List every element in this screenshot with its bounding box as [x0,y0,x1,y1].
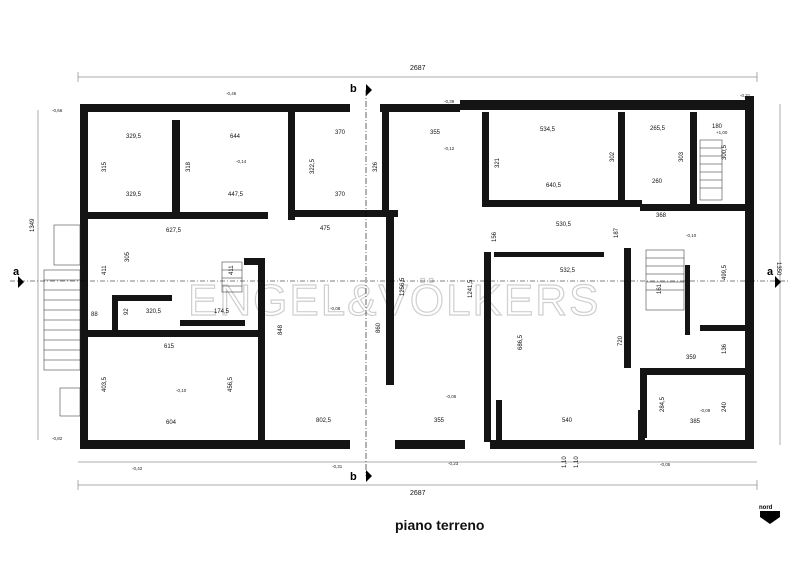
plan-label: 136 [722,343,728,354]
plan-label: 615 [164,344,175,350]
plan-label: 300,5 [722,144,728,160]
plan-label: 329,5 [126,192,142,198]
plan-label: 686,5 [518,334,524,350]
plan-label: 534,5 [540,127,556,133]
plan-label: 161 [657,283,663,294]
plan-label: 403,5 [102,376,108,392]
dim-overall-bottom: 2687 [410,490,426,497]
plan-label: 385 [690,419,701,425]
plan-label: 315 [102,161,108,172]
plan-label: 411 [229,265,235,275]
plan-label: -0,46 [226,91,237,96]
plan-label: -0,42 [132,466,143,471]
plan-label: -0,39 [444,99,455,104]
plan-label: 447,5 [228,192,244,198]
north-arrow-icon: nord [759,505,780,524]
plan-label: -0,14 [236,159,247,164]
dimension-labels: 2687 2687 1349 1350 329,5 644 370 355 53… [30,65,781,497]
plan-label: 322,5 [310,158,316,174]
plan-label: 1,10 [562,456,568,468]
plan-label: 321 [495,157,501,168]
plan-label: -0,66 [52,108,63,113]
section-line-a: a a [10,266,790,288]
plan-label: -0,08 [330,306,341,311]
plan-label: -0,06 [446,394,457,399]
plan-label: 1241,5 [468,279,474,298]
plan-label: -0,21 [740,93,751,98]
plan-label: 1256,5 [400,277,406,296]
inner-walls [88,112,745,442]
plan-label: 604 [166,420,177,426]
plan-label: 540 [562,418,573,424]
plan-label: 303 [679,151,685,162]
plan-label: 532,5 [560,268,576,274]
plan-label: -0,31 [332,464,343,469]
plan-label: 1,10 [574,456,580,468]
section-marker-b-top: b [350,83,357,95]
plan-label: 187 [614,227,620,238]
plan-label: 720 [618,335,624,346]
plan-label: -0,09 [700,408,711,413]
plan-label: 456,5 [228,376,234,392]
level-markers: -0,66 -0,46 -0,39 -0,21 -0,14 -0,12 +1,0… [52,91,751,471]
stairs [221,139,723,311]
plan-label: 370 [335,192,346,198]
section-line-b: b b [350,83,372,483]
drawing-title: piano terreno [395,517,485,533]
dim-overall-top: 2687 [410,65,426,72]
plan-label: 644 [230,134,241,140]
plan-label: 329,5 [126,134,142,140]
plan-label: -0,05 [660,462,671,467]
plan-label: 326 [373,161,379,172]
plan-label: 355 [434,418,445,424]
plan-label: 370 [335,130,346,136]
plan-label: 860 [376,322,382,333]
section-marker-a-left: a [13,266,20,278]
overall-dimension-lines [37,72,781,490]
plan-label: 640,5 [546,183,562,189]
plan-label: 355 [430,130,441,136]
plan-label: -0,82 [52,436,63,441]
plan-label: -0,10 [176,388,187,393]
plan-label: -0,10 [686,233,697,238]
dim-overall-left: 1349 [30,218,36,232]
plan-label: +1,00 [716,130,728,135]
plan-label: 359 [686,355,697,361]
plan-label: -0,12 [444,146,455,151]
watermark-text: ENGEL&VÖLKERS [188,276,600,325]
plan-label: 368 [656,213,667,219]
plan-label: 92 [124,308,130,315]
plan-label: 499,5 [722,264,728,280]
plan-label: 848 [278,324,284,335]
plan-label: 174,5 [214,309,230,315]
section-marker-b-bottom: b [350,471,357,483]
plan-label: 475 [320,226,331,232]
plan-label: 156 [492,231,498,242]
plan-label: 318 [186,161,192,172]
plan-label: 260 [652,179,663,185]
plan-label: 265,5 [650,126,666,132]
plan-label: 802,5 [316,418,332,424]
plan-label: 302 [610,151,616,162]
plan-label: 240 [722,401,728,412]
plan-label: 530,5 [556,222,572,228]
section-marker-a-right: a [767,266,774,278]
plan-label: -0,23 [448,461,459,466]
dim-overall-right: 1350 [775,262,781,276]
plan-label: 180 [712,124,723,130]
north-label: nord [759,505,773,511]
plan-label: 411 [102,265,108,275]
plan-label: 627,5 [166,228,182,234]
plan-label: 320,5 [146,309,162,315]
plan-label: 305 [125,251,131,262]
plan-label: 284,5 [660,396,666,412]
plan-label: 88 [91,312,98,318]
outer-walls [43,96,754,449]
